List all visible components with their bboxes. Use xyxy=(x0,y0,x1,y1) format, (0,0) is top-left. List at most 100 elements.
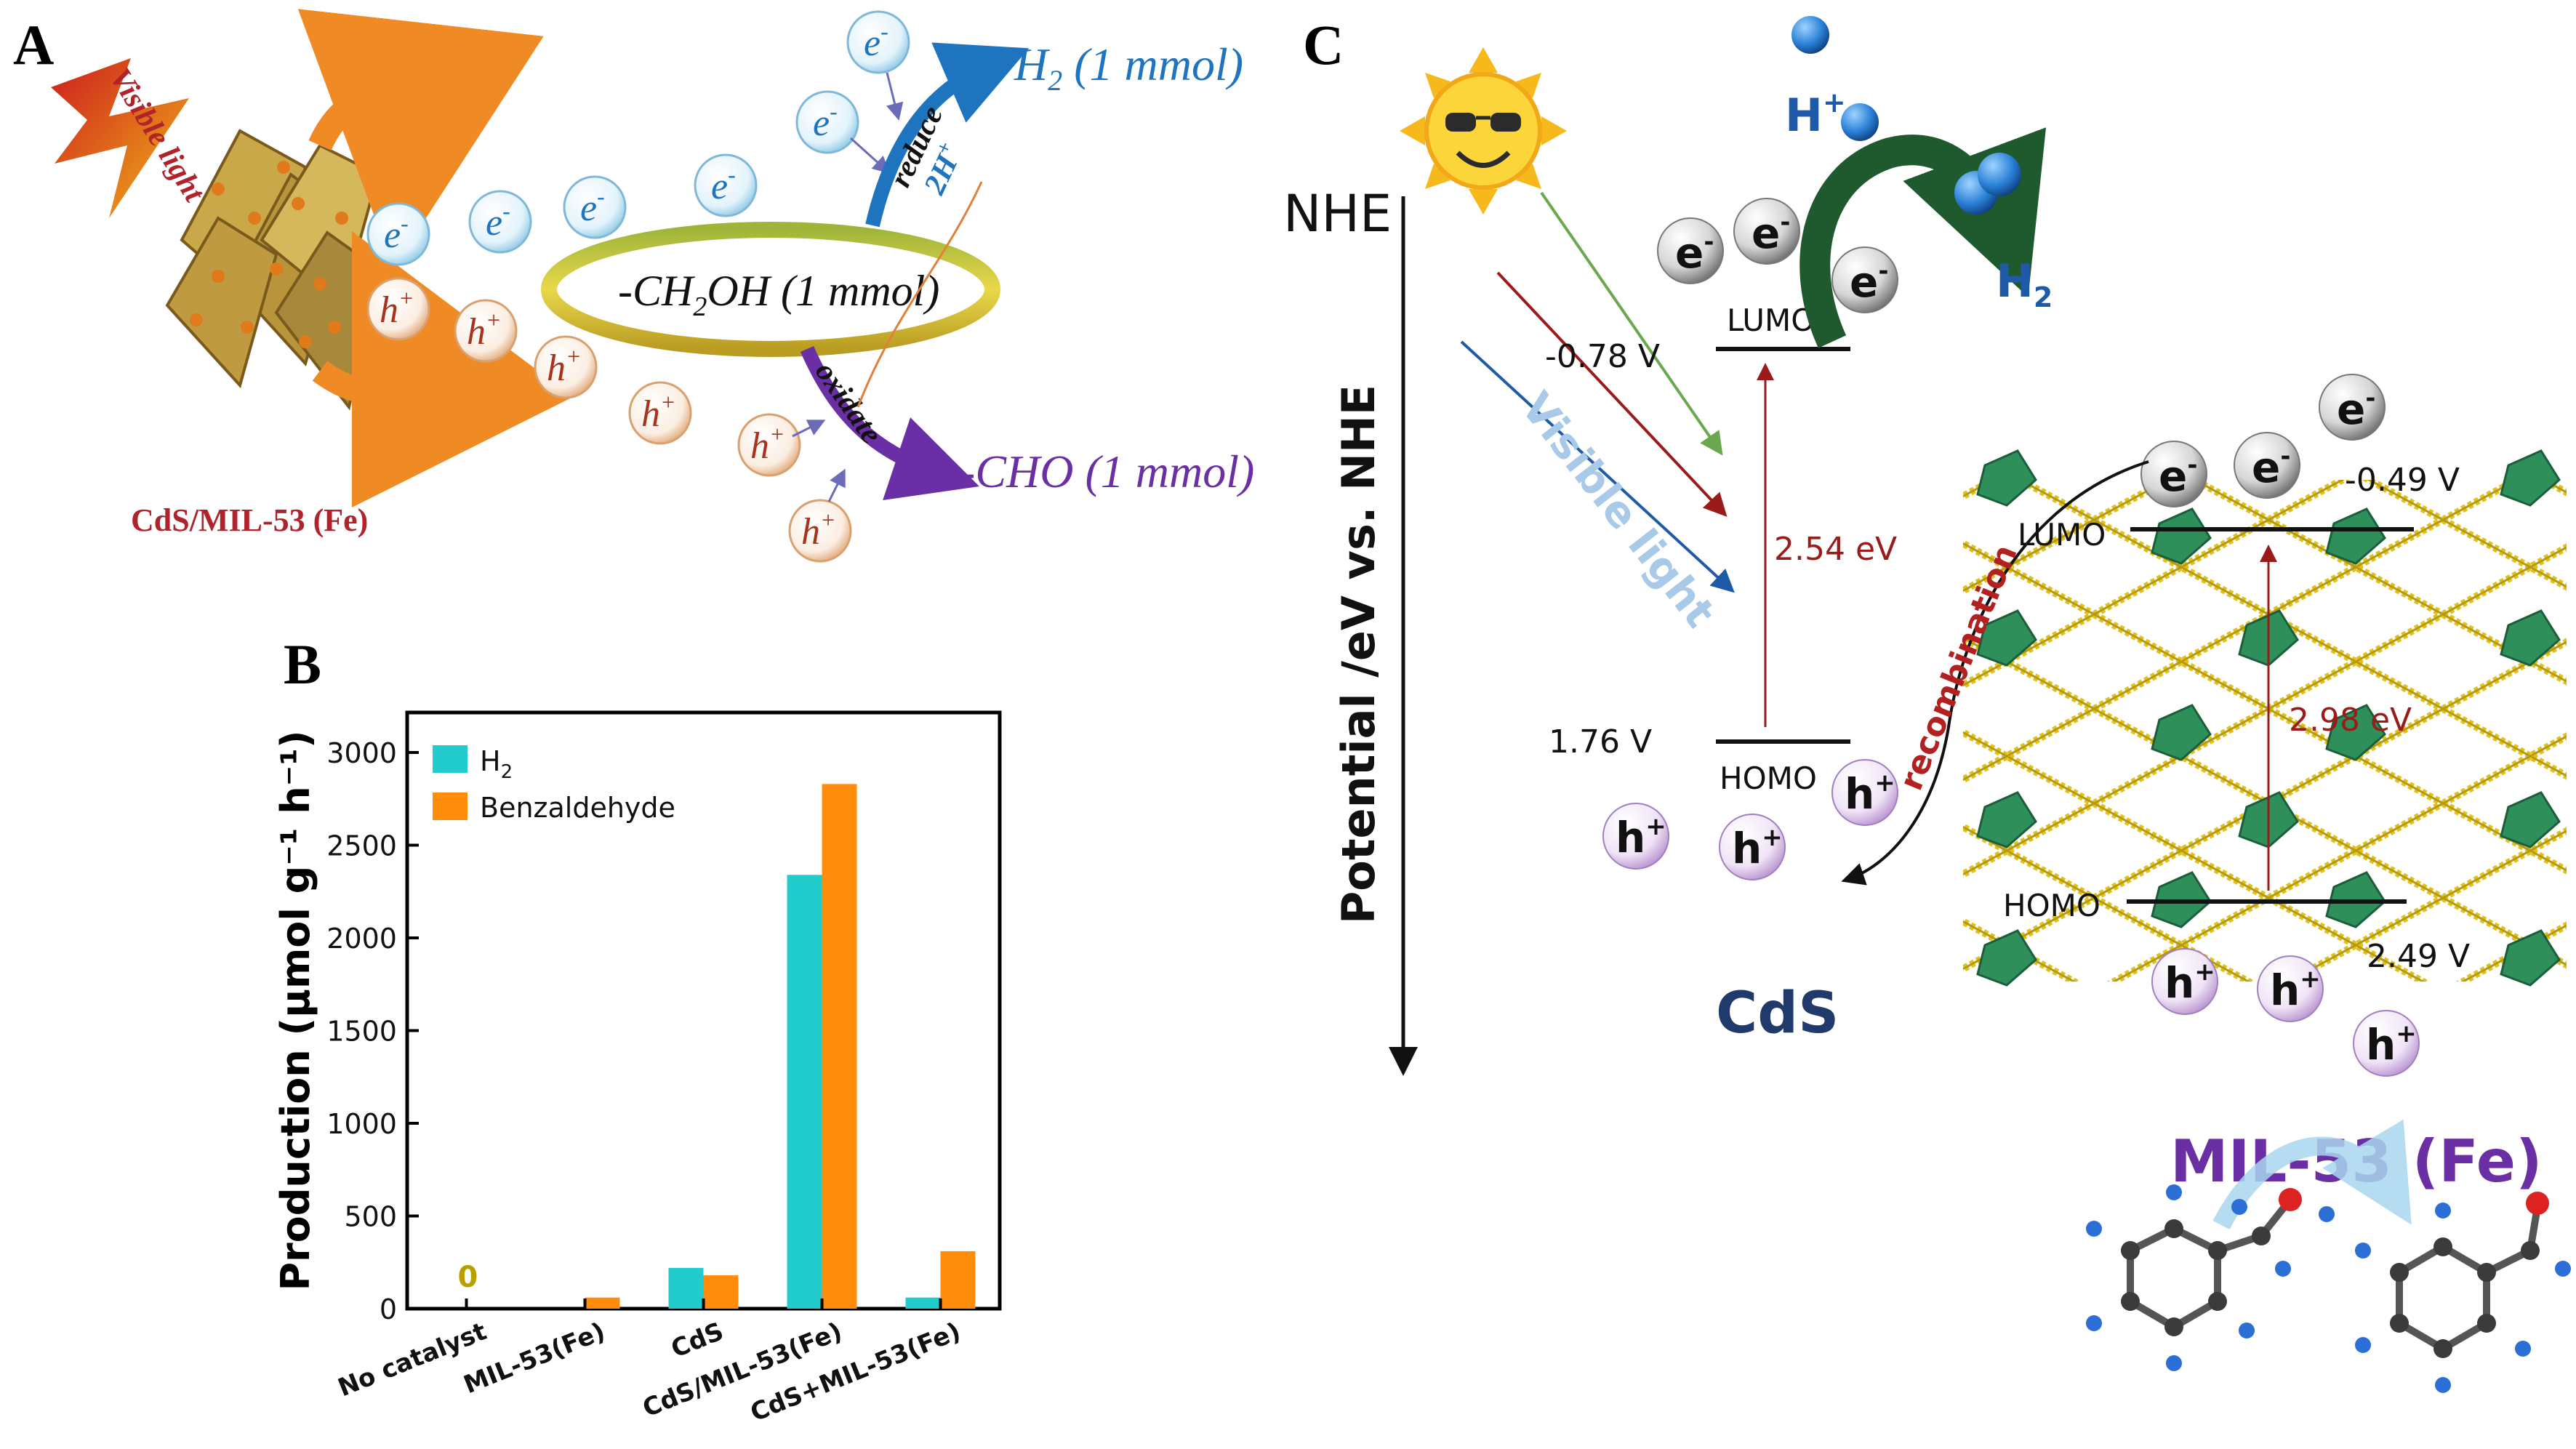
panel-a: A Visible light CdS/MIL-53 (Fe) e- e- xyxy=(13,9,1254,563)
y-tick-label: 0 xyxy=(380,1293,397,1325)
svg-text:e-: e- xyxy=(813,98,838,144)
cds-gap-label: 2.54 eV xyxy=(1774,531,1897,568)
light-ray-green xyxy=(1540,191,1723,456)
panel-c: C NHE Potential /eV vs. NHE xyxy=(1283,13,2571,1393)
hole-ball: h+ xyxy=(2151,948,2218,1015)
electron-bubble: e- xyxy=(563,175,627,239)
svg-text:e-: e- xyxy=(2337,384,2375,434)
conversion-arrow xyxy=(2212,1119,2412,1230)
electron-ball: e- xyxy=(2234,432,2300,499)
hole-ball: h+ xyxy=(2257,955,2324,1022)
legend-swatch-benzaldehyde xyxy=(433,792,468,820)
bar-h2-4 xyxy=(905,1297,941,1309)
bar-h2-3 xyxy=(787,875,822,1309)
substrate-ring xyxy=(541,222,1000,357)
y-tick-label: 1000 xyxy=(326,1108,397,1140)
catalyst-label: CdS/MIL-53 (Fe) xyxy=(131,502,368,538)
x-tick-label: CdS/MIL-53(Fe) xyxy=(638,1317,846,1423)
svg-text:e-: e- xyxy=(580,183,605,229)
hole-bubble: h+ xyxy=(788,499,852,563)
x-tick-label: CdS xyxy=(667,1317,727,1364)
hole-ball: h+ xyxy=(1602,803,1669,870)
mil-lumo-value: -0.49 V xyxy=(2345,462,2460,499)
oxidate-label: oxidate xyxy=(808,356,888,450)
cds-lumo-label: LUMO xyxy=(1727,302,1815,338)
zero-annotation: 0 xyxy=(458,1261,478,1294)
legend-swatch-h2 xyxy=(433,745,468,773)
electron-transfer-arrow xyxy=(297,9,544,268)
legend-label-benzaldehyde: Benzaldehyde xyxy=(480,792,675,824)
benzyl-alcohol-molecule-icon xyxy=(2086,1184,2335,1371)
svg-text:h+: h+ xyxy=(467,307,502,353)
svg-text:h+: h+ xyxy=(1616,812,1666,862)
svg-text:e-: e- xyxy=(486,198,510,244)
proton-transfer-line xyxy=(856,181,983,408)
oxidate-arrow xyxy=(800,345,979,500)
reduce-arrow xyxy=(865,42,1030,228)
sun-icon xyxy=(1400,47,1567,214)
h2-label: H2 xyxy=(1996,254,2053,313)
h2-product-label: H2 (1 mmol) xyxy=(1014,39,1243,97)
potential-axis-label: Potential /eV vs. NHE xyxy=(1332,385,1385,924)
hole-bubble: h+ xyxy=(534,335,598,399)
electron-bubble: e- xyxy=(795,90,859,154)
svg-text:e-: e- xyxy=(1850,257,1888,307)
svg-text:e-: e- xyxy=(864,18,888,64)
mil-gap-label: 2.98 eV xyxy=(2289,702,2412,739)
cds-lumo-value: -0.78 V xyxy=(1545,338,1660,375)
svg-text:h+: h+ xyxy=(547,343,582,389)
electron-bubble: e- xyxy=(694,153,758,217)
hole-bubble: h+ xyxy=(628,381,692,445)
hole-ball: h+ xyxy=(1831,759,1898,826)
y-tick-label: 2000 xyxy=(326,923,397,955)
bars xyxy=(585,784,976,1309)
cds-homo-value: 1.76 V xyxy=(1549,723,1652,760)
mil-lumo-label: LUMO xyxy=(2018,517,2106,553)
hole-transfer-arrow xyxy=(312,230,573,507)
electron-bubble: e- xyxy=(846,10,910,74)
light-ray-blue xyxy=(1460,340,1735,593)
recombination-arrow xyxy=(1841,460,2149,886)
mil-homo-value: 2.49 V xyxy=(2367,938,2470,975)
cds-name: CdS xyxy=(1716,981,1839,1046)
y-axis-label: Production (μmol g⁻¹ h⁻¹) xyxy=(273,730,318,1291)
svg-text:h+: h+ xyxy=(2366,1019,2417,1069)
substrate-label: -CH2OH (1 mmol) xyxy=(618,267,939,322)
legend-label-h2: H2 xyxy=(480,745,513,783)
svg-text:h+: h+ xyxy=(641,389,676,435)
bar-benzaldehyde-2 xyxy=(703,1275,739,1309)
svg-text:h+: h+ xyxy=(2270,965,2321,1015)
panel-letter-b: B xyxy=(284,633,321,696)
electron-ball: e- xyxy=(2140,441,2207,507)
transfer-arrows xyxy=(792,72,904,502)
electron-bubble: e- xyxy=(468,190,532,254)
lightning-icon xyxy=(51,58,189,218)
bar-benzaldehyde-3 xyxy=(822,784,857,1309)
x-tick-label: CdS+MIL-53(Fe) xyxy=(746,1317,964,1427)
bar-h2-2 xyxy=(668,1267,704,1309)
panel-letter-c: C xyxy=(1303,13,1344,76)
svg-text:h+: h+ xyxy=(750,421,785,467)
light-ray-red xyxy=(1496,271,1728,517)
hole-bubbles: h+ h+ h+ h+ h+ h+ xyxy=(366,277,852,563)
y-tick-label: 500 xyxy=(344,1201,397,1233)
svg-text:e-: e- xyxy=(1675,228,1714,278)
svg-text:h+: h+ xyxy=(1732,823,1783,873)
svg-text:e-: e- xyxy=(2159,451,2197,501)
hole-ball: h+ xyxy=(1719,814,1786,880)
y-tick-label: 1500 xyxy=(326,1016,397,1048)
x-axis: No catalystMIL-53(Fe)CdSCdS/MIL-53(Fe)Cd… xyxy=(334,1299,965,1428)
bar-benzaldehyde-4 xyxy=(940,1251,976,1309)
electron-ball: e- xyxy=(2319,374,2386,441)
svg-text:h+: h+ xyxy=(2164,958,2215,1008)
svg-text:h+: h+ xyxy=(801,507,836,553)
electron-bubbles: e- e- e- e- e- e- xyxy=(366,10,910,266)
electron-ball: e- xyxy=(1657,217,1724,284)
electron-ball: e- xyxy=(1831,246,1898,313)
bar-benzaldehyde-1 xyxy=(585,1297,620,1309)
cds-homo-label: HOMO xyxy=(1720,760,1817,796)
svg-text:e-: e- xyxy=(2252,442,2290,492)
